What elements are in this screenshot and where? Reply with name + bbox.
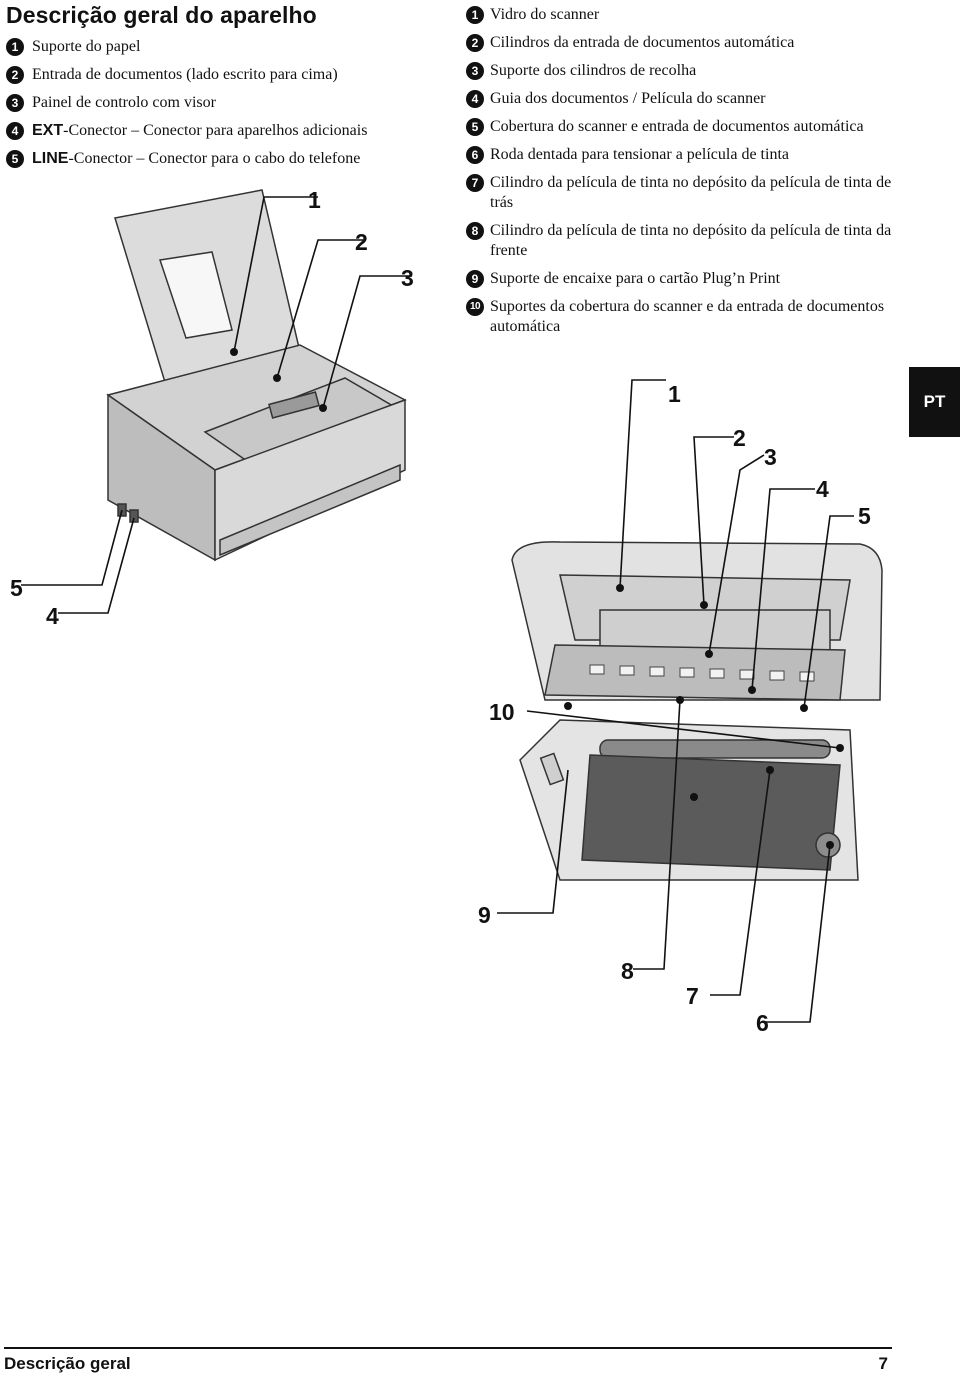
legend-text: Cilindro da película de tinta no depósit… bbox=[490, 174, 892, 211]
legend-text: Suporte do papel bbox=[32, 38, 141, 55]
legend-item: 6 Roda dentada para tensionar a película … bbox=[466, 145, 896, 165]
top-callouts: 1 2 3 5 4 bbox=[10, 187, 414, 629]
legend-text: -Conector – Conector para aparelhos adic… bbox=[63, 122, 368, 139]
callout-1: 1 bbox=[308, 187, 321, 213]
callout-4: 4 bbox=[816, 476, 829, 502]
callout-2: 2 bbox=[355, 229, 368, 255]
bottom-leader-dots bbox=[564, 584, 844, 849]
callout-8: 8 bbox=[621, 958, 634, 984]
number-badge: 1 bbox=[466, 6, 484, 24]
callout-9: 9 bbox=[478, 902, 491, 928]
number-badge: 2 bbox=[466, 34, 484, 52]
legend-item: 8 Cilindro da película de tinta no depósi… bbox=[466, 221, 896, 261]
device-diagrams: 1 2 3 5 4 bbox=[10, 187, 883, 1036]
page-number: 7 bbox=[878, 1354, 888, 1373]
callout-5: 5 bbox=[10, 575, 23, 601]
language-tab: PT bbox=[909, 367, 960, 437]
legend-item: 2 Cilindros da entrada de documentos auto… bbox=[466, 33, 896, 53]
callout-7: 7 bbox=[686, 983, 699, 1009]
callout-3: 3 bbox=[401, 265, 414, 291]
footer-section: Descrição geral bbox=[4, 1354, 131, 1373]
legend-item: 5 Cobertura do scanner e entrada de docum… bbox=[466, 117, 896, 137]
legend-item: 1 Vidro do scanner bbox=[466, 5, 896, 25]
right-legend-list: 1 Vidro do scanner 2 Cilindros da entrada … bbox=[466, 5, 896, 345]
legend-item: 9 Suporte de encaixe para o cartão Plug’n… bbox=[466, 269, 896, 289]
legend-item: 1 Suporte do papel bbox=[6, 37, 426, 57]
number-badge: 8 bbox=[466, 222, 484, 240]
legend-text: Suporte dos cilindros de recolha bbox=[490, 62, 697, 79]
number-badge: 2 bbox=[6, 66, 24, 84]
connector-keyword: EXT bbox=[32, 122, 64, 139]
legend-item: 10 Suportes da cobertura do scanner e da … bbox=[466, 297, 896, 337]
legend-text: Cilindro da película de tinta no depósit… bbox=[490, 222, 892, 259]
top-leader-dots bbox=[230, 348, 327, 412]
legend-text: Roda dentada para tensionar a película d… bbox=[490, 146, 789, 163]
callout-6: 6 bbox=[756, 1010, 769, 1036]
number-badge: 9 bbox=[466, 270, 484, 288]
number-badge: 3 bbox=[466, 62, 484, 80]
number-badge: 4 bbox=[466, 90, 484, 108]
number-badge: 7 bbox=[466, 174, 484, 192]
number-badge: 5 bbox=[466, 118, 484, 136]
legend-text: Cilindros da entrada de documentos autom… bbox=[490, 34, 795, 51]
callout-1: 1 bbox=[668, 381, 681, 407]
legend-text: Painel de controlo com visor bbox=[32, 94, 216, 111]
open-machine-illustration bbox=[511, 541, 883, 881]
legend-item: 4 EXT-Conector – Conector para aparelhos … bbox=[6, 121, 426, 141]
number-badge: 10 bbox=[466, 298, 484, 316]
number-badge: 1 bbox=[6, 38, 24, 56]
legend-text: Vidro do scanner bbox=[490, 6, 600, 23]
legend-item: 4 Guia dos documentos / Película do scann… bbox=[466, 89, 896, 109]
callout-3: 3 bbox=[764, 444, 777, 470]
legend-item: 7 Cilindro da película de tinta no depósi… bbox=[466, 173, 896, 213]
bottom-callouts: 1 2 3 4 5 10 9 8 7 6 bbox=[478, 381, 871, 1036]
legend-text: Suporte de encaixe para o cartão Plug’n … bbox=[490, 270, 781, 287]
number-badge: 5 bbox=[6, 150, 24, 168]
callout-5: 5 bbox=[858, 503, 871, 529]
connector-keyword: LINE bbox=[32, 150, 69, 167]
callout-4: 4 bbox=[46, 603, 59, 629]
legend-text: -Conector – Conector para o cabo do tele… bbox=[68, 150, 361, 167]
callout-10: 10 bbox=[489, 699, 515, 725]
footer-rule bbox=[4, 1347, 892, 1349]
fax-machine-illustration bbox=[106, 189, 407, 562]
bottom-leader-lines bbox=[497, 379, 854, 1023]
legend-text: Suportes da cobertura do scanner e da en… bbox=[490, 298, 885, 335]
legend-item: 3 Suporte dos cilindros de recolha bbox=[466, 61, 896, 81]
legend-item: 5 LINE-Conector – Conector para o cabo do… bbox=[6, 149, 426, 169]
callout-2: 2 bbox=[733, 425, 746, 451]
page-title: Descrição geral do aparelho bbox=[6, 2, 317, 28]
legend-text: Entrada de documentos (lado escrito para… bbox=[32, 66, 338, 83]
legend-text: Cobertura do scanner e entrada de docume… bbox=[490, 118, 864, 135]
number-badge: 6 bbox=[466, 146, 484, 164]
number-badge: 4 bbox=[6, 122, 24, 140]
left-legend-list: 1 Suporte do papel 2 Entrada de documentos… bbox=[6, 37, 426, 177]
top-leader-lines bbox=[21, 196, 412, 614]
legend-text: Guia dos documentos / Película do scanne… bbox=[490, 90, 766, 107]
legend-item: 3 Painel de controlo com visor bbox=[6, 93, 426, 113]
number-badge: 3 bbox=[6, 94, 24, 112]
legend-item: 2 Entrada de documentos (lado escrito par… bbox=[6, 65, 426, 85]
